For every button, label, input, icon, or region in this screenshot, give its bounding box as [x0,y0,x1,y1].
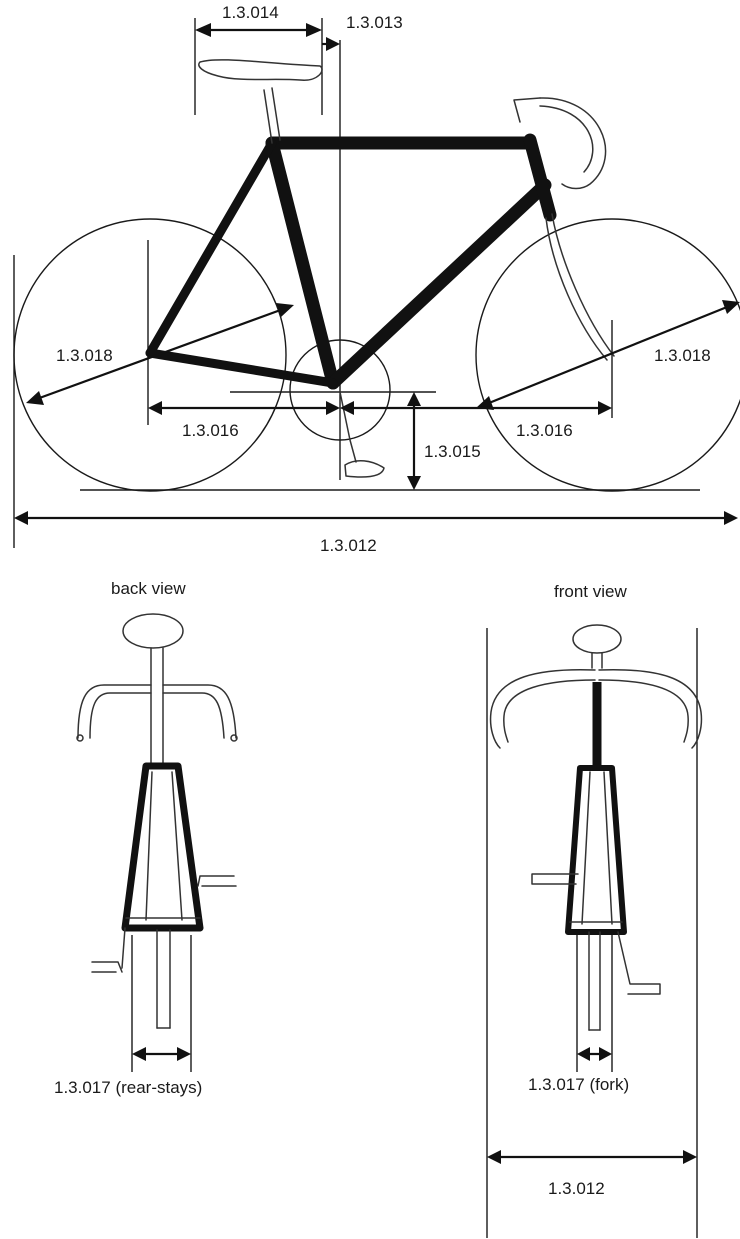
back-view: back view 1.3.017 (rear-stays) [54,579,238,1097]
fork-width-label: 1.3.017 (fork) [528,1075,629,1094]
saddle-setback-label: 1.3.014 [222,3,279,22]
back-pedal-right [197,875,237,887]
front-view: front view 1.3.017 (fork) [486,582,703,1238]
front-wheel-diameter-label: 1.3.018 [654,346,711,365]
back-saddle [122,613,184,649]
down-tube [326,178,552,390]
rear-wheel-diameter-label: 1.3.018 [56,346,113,365]
rear-stays-width-label: 1.3.017 (rear-stays) [54,1078,202,1097]
seat-tube [265,136,340,390]
fork [551,213,615,357]
saddle [198,59,323,81]
side-view: 1.3.014 1.3.013 1.3.018 1.3.018 1.3.016 … [13,3,740,555]
rear-center-label: 1.3.016 [182,421,239,440]
front-overall-width-label: 1.3.012 [548,1179,605,1198]
front-wheel [475,218,740,492]
seat-axis-label: 1.3.013 [346,13,403,32]
bb-height-label: 1.3.015 [424,442,481,461]
back-handlebar [77,684,152,739]
head-tube [523,133,557,222]
front-fork [565,765,627,935]
front-pedal-right [617,931,661,995]
back-rear-stays [121,762,204,932]
back-pedal-left [91,927,126,973]
seat-stay [145,138,277,358]
seatpost [263,89,273,144]
pedal-shoe [344,460,385,478]
chain-stay [145,348,338,388]
front-saddle [572,624,622,654]
overall-length-label: 1.3.012 [320,536,377,555]
front-view-title: front view [554,582,627,601]
handlebar-drop [539,97,607,190]
handlebar-stem [513,97,541,123]
front-handlebar [489,668,596,749]
front-center-label: 1.3.016 [516,421,573,440]
back-view-title: back view [111,579,186,598]
front-pedal-left [531,873,579,885]
